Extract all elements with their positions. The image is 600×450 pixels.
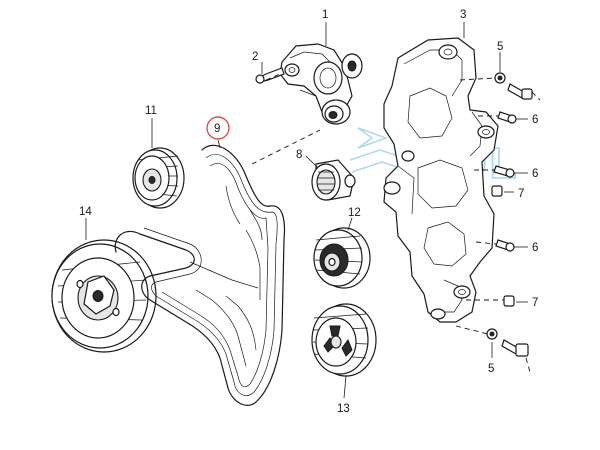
bolt-part-2 — [255, 67, 285, 84]
pulley-12 — [313, 227, 371, 289]
leader-lines — [85, 22, 541, 399]
bolt-5b — [501, 339, 529, 357]
washer-5b — [486, 328, 498, 340]
callout-3: 3 — [460, 9, 466, 21]
callout-1: 1 — [322, 9, 328, 21]
callout-6-mid: 6 — [532, 168, 538, 180]
bolt-6c — [495, 239, 515, 252]
idler-pulley-8 — [311, 159, 356, 201]
belt-tensioner — [279, 43, 363, 125]
crank-pulley-14 — [51, 239, 157, 353]
callout-9: 9 — [214, 123, 220, 135]
nut-7b — [503, 295, 515, 307]
callout-7-bottom: 7 — [532, 297, 538, 309]
bolt-6a — [497, 111, 517, 124]
washer-5a — [494, 72, 506, 84]
callout-5-bottom: 5 — [488, 363, 494, 375]
mounting-bracket — [383, 37, 499, 323]
callout-6-top: 6 — [532, 114, 538, 126]
callout-5-top: 5 — [497, 41, 503, 53]
callout-13: 13 — [337, 403, 350, 415]
callout-7-top: 7 — [518, 188, 524, 200]
callout-12: 12 — [348, 207, 361, 219]
callout-14: 14 — [79, 206, 92, 218]
bolt-6b — [493, 165, 515, 178]
callout-6-bottom: 6 — [532, 242, 538, 254]
pulley-13 — [311, 303, 377, 377]
pulley-11 — [132, 147, 185, 209]
bolt-5a — [507, 83, 533, 100]
highlight-circle — [206, 116, 230, 140]
nut-7a — [491, 185, 503, 197]
callout-2: 2 — [252, 51, 258, 63]
callout-11: 11 — [145, 105, 157, 117]
serpentine-belt-9 — [114, 144, 286, 406]
callout-8: 8 — [296, 149, 302, 161]
